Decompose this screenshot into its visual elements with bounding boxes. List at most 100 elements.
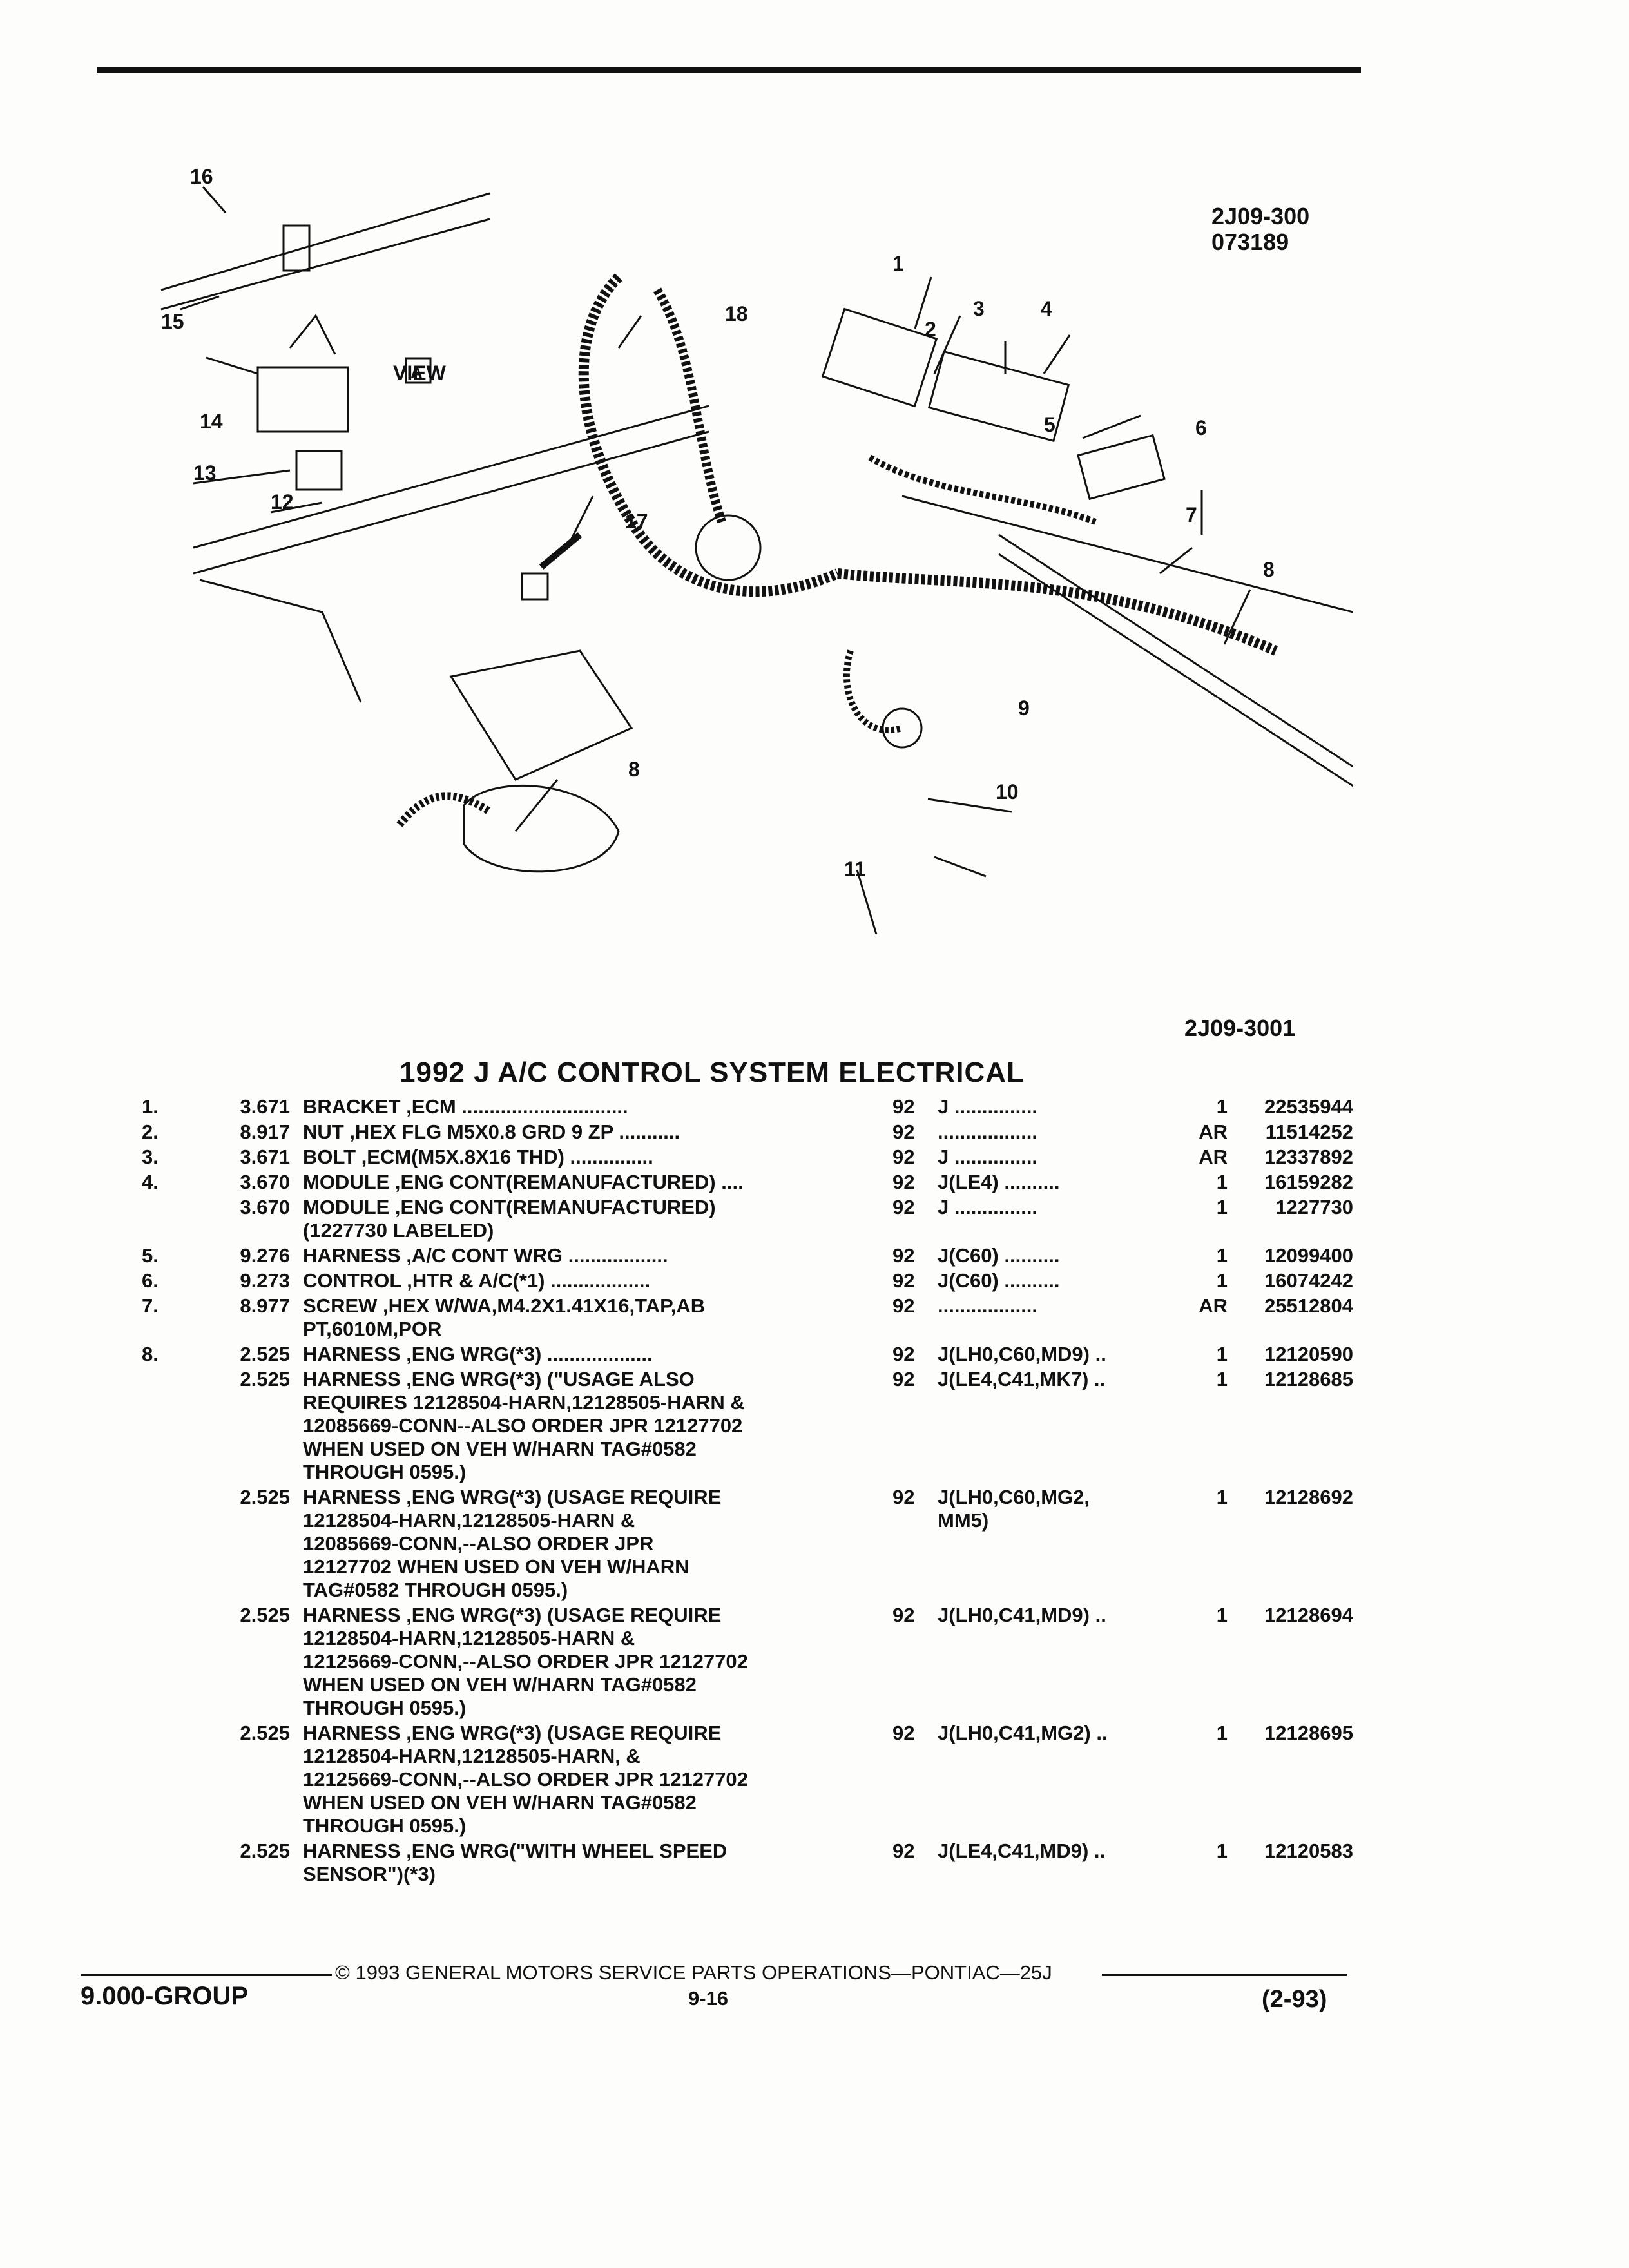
cell-ref: 3.671 (240, 1095, 290, 1118)
callout-16: 16 (190, 165, 213, 188)
cell-qty: 1 (1216, 1196, 1228, 1218)
footer-page-number: 9-16 (688, 1987, 729, 2010)
cell-part: 22535944 (1264, 1095, 1353, 1118)
cell-desc: HARNESS ,ENG WRG(*3) ................... (303, 1343, 653, 1365)
cell-model: .................. (938, 1294, 1038, 1317)
cell-no: 3. (142, 1146, 159, 1168)
cell-ref: 8.977 (240, 1294, 290, 1317)
callout-14: 14 (200, 410, 223, 433)
footer-rule-left (81, 1974, 332, 1976)
callout-11: 11 (844, 858, 866, 881)
cell-model: J ............... (938, 1095, 1038, 1118)
cell-qty: 1 (1216, 1840, 1228, 1862)
cell-part: 12337892 (1264, 1146, 1353, 1168)
cell-part: 1227730 (1275, 1196, 1353, 1218)
cell-ref: 9.273 (240, 1269, 290, 1292)
cell-desc: HARNESS ,ENG WRG(*3) ("USAGE ALSO REQUIR… (303, 1368, 745, 1483)
callout-10: 10 (996, 780, 1019, 803)
callout-3: 3 (973, 297, 985, 320)
cell-desc: CONTROL ,HTR & A/C(*1) .................… (303, 1269, 651, 1292)
cell-part: 12128685 (1264, 1368, 1353, 1390)
cell-desc: BRACKET ,ECM ...........................… (303, 1095, 628, 1118)
cell-yr: 92 (892, 1244, 915, 1267)
cell-qty: 1 (1216, 1269, 1228, 1292)
cell-qty: 1 (1216, 1244, 1228, 1267)
callout-9: 9 (1018, 697, 1030, 720)
cell-no: 5. (142, 1244, 159, 1267)
cell-model: J(LH0,C60,MD9) .. (938, 1343, 1106, 1365)
cell-ref: 3.671 (240, 1146, 290, 1168)
cell-yr: 92 (892, 1269, 915, 1292)
cell-model: J(C60) .......... (938, 1244, 1060, 1267)
cell-yr: 92 (892, 1368, 915, 1390)
cell-model: J ............... (938, 1196, 1038, 1218)
cell-qty: 1 (1216, 1722, 1228, 1744)
cell-yr: 92 (892, 1840, 915, 1862)
table-row: 8. 2.525 HARNESS ,ENG WRG(*3) ............… (142, 1343, 1353, 1368)
cell-model: J(LH0,C41,MG2) .. (938, 1722, 1108, 1744)
cell-ref: 2.525 (240, 1840, 290, 1862)
parts-diagram: 16 15 14 13 12 17 18 1 2 3 4 5 6 7 8 9 1… (129, 161, 1353, 934)
cell-yr: 92 (892, 1095, 915, 1118)
footer-copyright: © 1993 GENERAL MOTORS SERVICE PARTS OPER… (335, 1961, 1052, 1984)
callout-12: 12 (271, 490, 294, 514)
callout-18: 18 (725, 302, 748, 325)
diagram-code-line2: 073189 (1211, 229, 1289, 255)
cell-yr: 92 (892, 1486, 915, 1508)
cell-yr: 92 (892, 1120, 915, 1143)
callout-17: 17 (625, 510, 648, 533)
cell-part: 12128692 (1264, 1486, 1353, 1508)
cell-qty: 1 (1216, 1368, 1228, 1390)
table-row: 5. 9.276 HARNESS ,A/C CONT WRG ...........… (142, 1244, 1353, 1269)
callout-1: 1 (892, 252, 904, 275)
cell-part: 12128695 (1264, 1722, 1353, 1744)
cell-yr: 92 (892, 1722, 915, 1744)
callout-5: 5 (1044, 413, 1055, 436)
footer-date: (2-93) (1262, 1986, 1327, 2013)
cell-desc: HARNESS ,A/C CONT WRG .................. (303, 1244, 668, 1267)
cell-model: J(C60) .......... (938, 1269, 1060, 1292)
diagram-code-top: 2J09-300 073189 (1211, 204, 1309, 255)
cell-model: J(LH0,C60,MG2, MM5) (938, 1486, 1090, 1532)
cell-no: 1. (142, 1095, 159, 1118)
cell-no: 2. (142, 1120, 159, 1143)
cell-part: 11514252 (1265, 1120, 1353, 1143)
cell-yr: 92 (892, 1171, 915, 1193)
cell-part: 12128694 (1264, 1604, 1353, 1626)
diagram-code-line1: 2J09-300 (1211, 203, 1310, 229)
section-title: 1992 J A/C CONTROL SYSTEM ELECTRICAL (400, 1057, 1025, 1088)
cell-yr: 92 (892, 1196, 915, 1218)
cell-qty: AR (1199, 1120, 1228, 1143)
cell-ref: 2.525 (240, 1343, 290, 1365)
cell-part: 16074242 (1264, 1269, 1353, 1292)
cell-desc: MODULE ,ENG CONT(REMANUFACTURED) (122773… (303, 1196, 716, 1242)
cell-no: 4. (142, 1171, 159, 1193)
callout-7: 7 (1186, 503, 1197, 526)
cell-ref: 9.276 (240, 1244, 290, 1267)
callout-8-left: 8 (628, 758, 640, 781)
parts-list: 1. 3.671 BRACKET ,ECM ....................… (142, 1095, 1353, 1888)
cell-qty: 1 (1216, 1171, 1228, 1193)
callout-4: 4 (1041, 297, 1052, 320)
table-row: 1. 3.671 BRACKET ,ECM ....................… (142, 1095, 1353, 1120)
cell-yr: 92 (892, 1294, 915, 1317)
cell-yr: 92 (892, 1343, 915, 1365)
cell-part: 16159282 (1264, 1171, 1353, 1193)
cell-no: 8. (142, 1343, 159, 1365)
cell-ref: 2.525 (240, 1486, 290, 1508)
cell-desc: HARNESS ,ENG WRG(*3) (USAGE REQUIRE 1212… (303, 1604, 748, 1719)
cell-qty: AR (1199, 1146, 1228, 1168)
cell-ref: 3.670 (240, 1171, 290, 1193)
cell-ref: 8.917 (240, 1120, 290, 1143)
callout-8-right: 8 (1263, 558, 1275, 581)
cell-qty: AR (1199, 1294, 1228, 1317)
